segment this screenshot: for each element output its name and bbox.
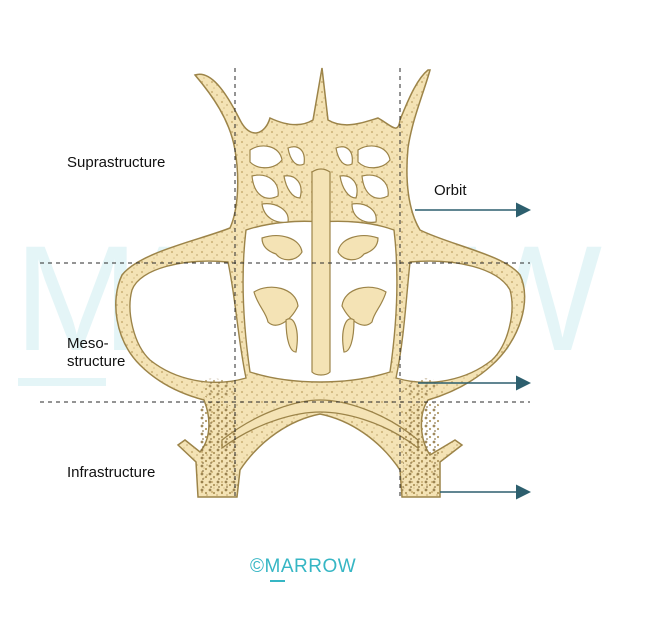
right-conchae bbox=[337, 235, 387, 353]
label-mesostructure: Meso- structure bbox=[67, 335, 126, 370]
label-orbit: Orbit bbox=[434, 182, 467, 199]
right-maxillary-sinus bbox=[395, 260, 513, 383]
marrow-logo: ©MARROW bbox=[250, 556, 380, 582]
label-suprastructure: Suprastructure bbox=[67, 154, 166, 171]
nasal-septum bbox=[311, 168, 331, 376]
direction-arrows bbox=[415, 202, 531, 500]
left-conchae bbox=[253, 235, 303, 353]
right-zygomatic-spongy bbox=[402, 378, 436, 401]
left-alveolar-process bbox=[199, 402, 238, 494]
logo-text: ©MARROW bbox=[250, 556, 357, 577]
region-guide-lines bbox=[40, 68, 530, 497]
left-zygomatic-spongy bbox=[204, 378, 238, 400]
ethmoid-air-cells bbox=[249, 145, 391, 223]
label-infrastructure: Infrastructure bbox=[67, 464, 156, 481]
right-alveolar-process bbox=[402, 402, 441, 494]
logo-underline bbox=[270, 580, 285, 582]
